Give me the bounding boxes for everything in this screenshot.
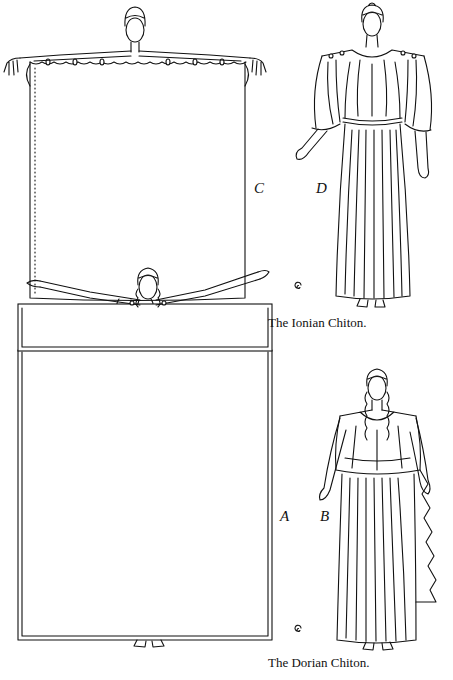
hair <box>125 7 145 26</box>
arm <box>20 51 250 61</box>
button <box>401 51 405 55</box>
figure-letter: D <box>316 180 327 197</box>
pin <box>162 301 166 305</box>
skirt <box>337 474 416 643</box>
neck <box>372 400 382 410</box>
fold <box>345 130 402 298</box>
button <box>412 54 416 58</box>
feet <box>134 640 164 647</box>
bodice <box>345 60 400 118</box>
button <box>73 59 77 65</box>
artist-mark <box>295 282 301 288</box>
shoulder <box>340 410 416 420</box>
cloth-edge <box>30 62 245 301</box>
overfold-edge <box>22 308 268 347</box>
belt <box>343 118 402 125</box>
drape <box>416 470 436 602</box>
cloth-edge <box>18 350 272 640</box>
button <box>329 54 333 58</box>
feet <box>357 299 385 307</box>
skirt <box>336 124 410 299</box>
hand <box>4 58 266 75</box>
belt <box>345 458 410 461</box>
caption: The Dorian Chiton. <box>268 656 369 670</box>
pin <box>130 301 134 305</box>
button <box>100 59 104 65</box>
shoulder <box>322 50 424 57</box>
hair <box>365 369 389 440</box>
fold <box>346 478 406 641</box>
arm <box>296 129 428 178</box>
sleeve <box>312 56 432 131</box>
button <box>340 51 344 55</box>
face <box>139 275 157 299</box>
arm <box>40 272 260 305</box>
face <box>363 12 381 36</box>
overfold <box>18 304 272 351</box>
artist-mark <box>295 625 301 631</box>
feet <box>363 642 393 650</box>
figure-letter: C <box>254 180 264 197</box>
neck <box>131 42 139 52</box>
gathered-top <box>30 62 246 64</box>
button <box>166 59 170 65</box>
face <box>368 376 386 400</box>
seam <box>34 68 35 294</box>
caption: The Ionian Chiton. <box>268 316 367 330</box>
overfold <box>336 416 421 474</box>
hair <box>362 3 384 22</box>
button <box>193 59 197 65</box>
hair <box>136 268 160 307</box>
face <box>126 18 144 42</box>
arm <box>320 418 431 500</box>
corner-loop <box>27 64 249 86</box>
figure-letter: B <box>320 508 329 525</box>
figure-letter: A <box>280 508 289 525</box>
neck <box>366 35 378 47</box>
